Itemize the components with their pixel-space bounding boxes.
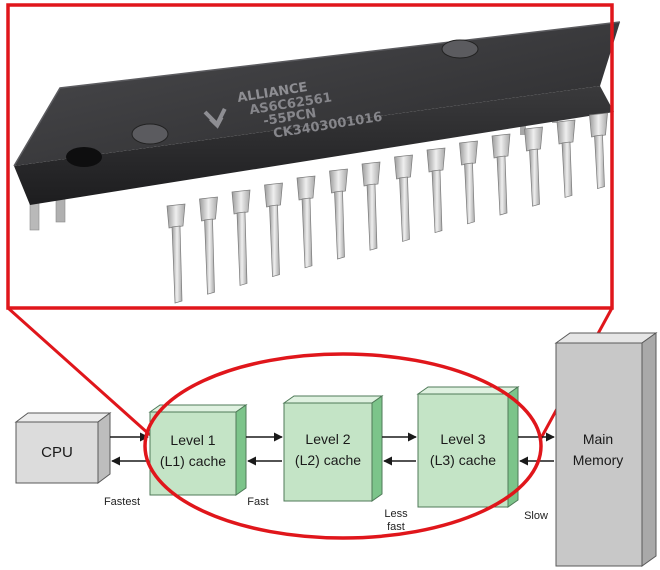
l1-cache-box: Level 1 (L1) cache [148, 404, 248, 496]
chip-pin [426, 147, 446, 234]
speed-label-fastest: Fastest [104, 496, 140, 508]
chip-photo: ALLIANCE AS6C62561 -55PCN CK3403001016 [13, 21, 621, 304]
speed-label-less-line-1: Less [384, 508, 408, 520]
chip-pin [491, 133, 511, 216]
chip-pin [556, 119, 576, 198]
speed-label-less-line-2: fast [387, 521, 405, 533]
cpu-label: CPU [41, 444, 73, 461]
chip-pin [394, 154, 413, 242]
chip-pin [199, 196, 218, 295]
chip-pin [296, 175, 316, 269]
zoom-line-left [7, 306, 151, 437]
cpu-box: CPU [14, 412, 112, 484]
chip-pin [329, 168, 348, 260]
chip-highlight-frame [6, 3, 614, 310]
chip-pin [524, 126, 543, 207]
cache-highlight-ellipse [143, 352, 543, 540]
l3-label-line-2: (L3) cache [430, 452, 496, 468]
l1-label-line-2: (L1) cache [160, 453, 226, 469]
l2-cache-box: Level 2 (L2) cache [282, 395, 384, 502]
alliance-logo-icon [203, 107, 227, 129]
l3-label-line-1: Level 3 [440, 431, 485, 447]
chip-dimple-left [131, 123, 169, 145]
chip-pin [589, 112, 608, 190]
chip-pin [166, 203, 186, 304]
chip-pin [264, 182, 283, 278]
speed-label-slow: Slow [524, 510, 548, 522]
memory-label-line-2: Memory [573, 452, 624, 468]
front-pins [166, 112, 608, 304]
main-memory-box: Main Memory [554, 332, 658, 567]
chip-pin [231, 189, 251, 286]
chip-side [14, 86, 614, 205]
speed-label-fast: Fast [247, 496, 268, 508]
chip-pin [459, 140, 478, 225]
l2-label-line-1: Level 2 [305, 431, 350, 447]
chip-pin [361, 161, 381, 251]
cache-diagram: CPU Level 1 (L1) cache Level 2 (L2) cach… [14, 332, 658, 567]
l1-label-line-1: Level 1 [170, 432, 215, 448]
memory-label-line-1: Main [583, 431, 613, 447]
chip-notch [66, 147, 102, 167]
chip-dimple-right [441, 39, 479, 59]
l3-cache-box: Level 3 (L3) cache [416, 386, 520, 508]
l2-label-line-2: (L2) cache [295, 452, 361, 468]
